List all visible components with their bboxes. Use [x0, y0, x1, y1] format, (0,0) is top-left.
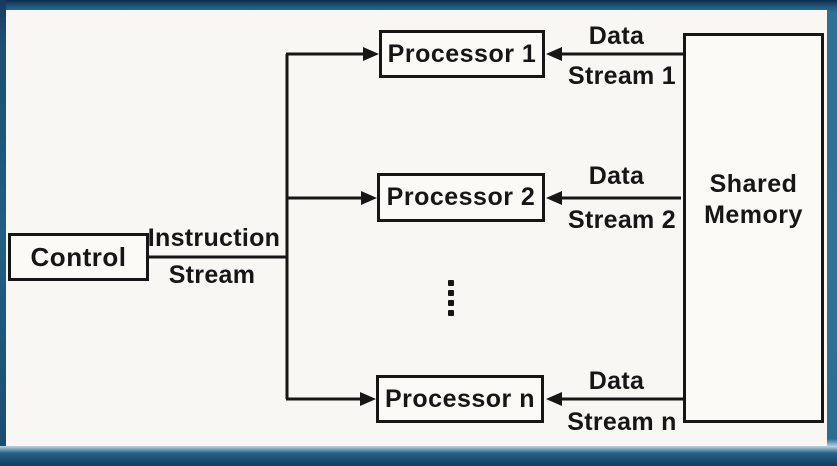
data-stream-n-label-word1: Data	[588, 367, 645, 395]
control-box: Control	[8, 233, 149, 281]
data-stream-1-label-word1: Data	[588, 22, 645, 50]
processor-1-box: Processor 1	[379, 30, 545, 78]
control-label: Control	[30, 241, 127, 272]
diagram-canvas: Control Instruction Stream Processor 1 P…	[6, 10, 827, 446]
arrowhead-into-processor-1-right	[546, 47, 562, 61]
arrowhead-into-processor-2-left	[361, 191, 377, 205]
data-stream-1-label-word2: Stream 1	[567, 62, 676, 90]
vertical-ellipsis-icon	[448, 280, 454, 316]
shared-memory-box: Shared Memory	[683, 33, 824, 423]
instruction-stream-label-line2: Stream	[168, 261, 256, 289]
arrowhead-into-processor-n-right	[546, 392, 562, 406]
shared-memory-label-line2: Memory	[704, 201, 803, 229]
connector-lines	[147, 47, 683, 406]
processor-n-box: Processor n	[376, 375, 544, 423]
data-stream-n-label-word2: Stream n	[567, 408, 677, 436]
data-stream-2-label-word1: Data	[588, 162, 645, 190]
arrowhead-into-processor-2-right	[546, 191, 562, 205]
shared-memory-label-line1: Shared	[709, 170, 798, 198]
arrowhead-into-processor-1-left	[363, 47, 379, 61]
arrowhead-into-processor-n-left	[360, 392, 376, 406]
processor-2-box: Processor 2	[377, 173, 545, 222]
processor-n-label: Processor n	[384, 384, 535, 413]
processor-2-label: Processor 2	[386, 183, 536, 211]
data-stream-2-label-word2: Stream 2	[567, 206, 676, 234]
processor-1-label: Processor 1	[387, 39, 537, 68]
instruction-stream-label-line1: Instruction	[147, 224, 281, 252]
slide-left-border	[0, 0, 6, 446]
